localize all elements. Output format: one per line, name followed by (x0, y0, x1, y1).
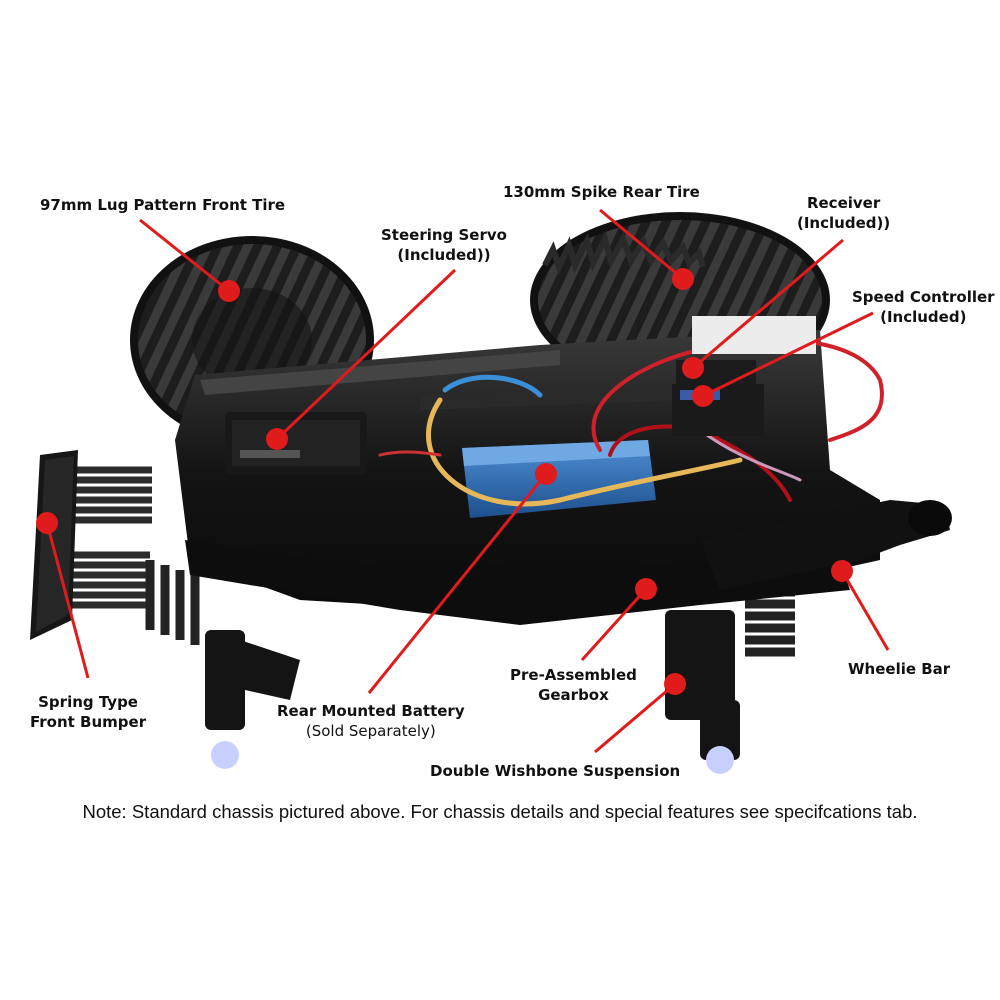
receiver-label-line1: Receiver (806, 194, 881, 212)
receiver-label: Receiver (Included)) (797, 193, 890, 233)
front-tire-label-text: 97mm Lug Pattern Front Tire (40, 196, 286, 214)
steering-servo (225, 412, 367, 474)
rear-tire-line (599, 208, 684, 281)
battery-label-line2: (Sold Separately) (305, 722, 436, 740)
footnote: Note: Standard chassis pictured above. F… (82, 801, 918, 822)
front-tire-label: 97mm Lug Pattern Front Tire (40, 195, 285, 215)
steering-servo-dot (266, 428, 288, 450)
battery-line (367, 473, 548, 694)
front-bumper-label-line2: Front Bumper (30, 713, 147, 731)
callout-dots (36, 268, 853, 695)
suspension-dot (664, 673, 686, 695)
receiver-line (692, 238, 844, 370)
front-bumper-dot (36, 512, 58, 534)
rear-tire-dot (672, 268, 694, 290)
wheelie-bar-line (840, 570, 890, 651)
steering-servo-label-line1: Steering Servo (381, 226, 507, 244)
suspension-uprights (205, 610, 740, 774)
battery-pack (462, 440, 656, 518)
wheelie-bar (700, 500, 952, 590)
rear-tire-label-text: 130mm Spike Rear Tire (503, 183, 700, 201)
battery-dot (535, 463, 557, 485)
speed-controller-label-line2: (Included) (880, 308, 967, 326)
battery-label-line1: Rear Mounted Battery (277, 702, 465, 720)
receiver-label-line2: (Included)) (797, 214, 891, 232)
speed-controller-label: Speed Controller (Included) (852, 287, 995, 327)
front-bumper-label-line1: Spring Type (38, 693, 138, 711)
callout-lines (45, 208, 890, 754)
suspension-line (594, 682, 676, 754)
suspension-label: Double Wishbone Suspension (430, 761, 680, 781)
wheelie-bar-dot (831, 560, 853, 582)
receiver-dot (682, 357, 704, 379)
wheelie-bar-label: Wheelie Bar (848, 659, 950, 679)
steering-servo-line (275, 268, 457, 441)
speed-controller-dot (692, 385, 714, 407)
front-tire-line (139, 218, 230, 293)
gearbox-label-line1: Pre-Assembled (510, 666, 637, 684)
gearbox-label: Pre-Assembled Gearbox (510, 665, 637, 705)
speed-controller-label-line1: Speed Controller (852, 288, 995, 306)
gearbox-label-line2: Gearbox (538, 686, 609, 704)
steering-servo-label-line2: (Included)) (397, 246, 491, 264)
front-bumper-label: Spring Type Front Bumper (30, 692, 146, 732)
steering-servo-label: Steering Servo (Included)) (381, 225, 507, 265)
wheelie-bar-label-text: Wheelie Bar (848, 660, 951, 678)
battery-label: Rear Mounted Battery (Sold Separately) (277, 701, 465, 741)
rear-tire-label: 130mm Spike Rear Tire (503, 182, 700, 202)
gearbox-line (580, 587, 648, 662)
gearbox-dot (635, 578, 657, 600)
speed-controller-line (702, 311, 874, 398)
suspension-label-text: Double Wishbone Suspension (430, 762, 681, 780)
front-bumper-line (45, 522, 90, 679)
front-tire-dot (218, 280, 240, 302)
front-springs (70, 466, 200, 645)
